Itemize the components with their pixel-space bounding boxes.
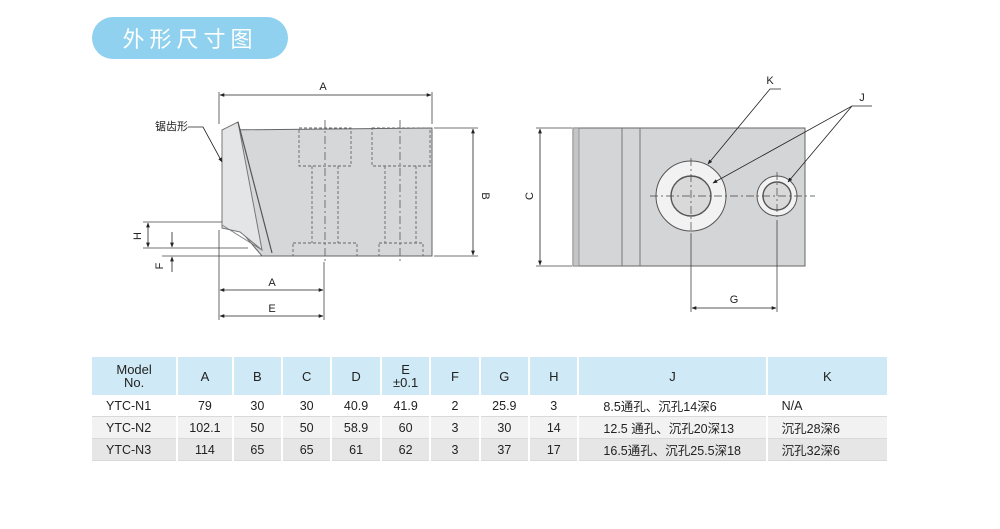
dim-label-h: H [132, 232, 144, 240]
cell-k: N/A [766, 395, 887, 417]
cell-model: YTC-N2 [92, 416, 179, 439]
dimension-drawing: A B 锯齿形 H F A E [132, 75, 872, 320]
cell-b: 50 [232, 416, 284, 439]
cell-model: YTC-N1 [92, 395, 179, 417]
cell-d: 40.9 [331, 395, 382, 417]
table-row: YTC-N1 79 30 30 40.9 41.9 2 25.9 3 8.5通孔… [92, 395, 887, 417]
cell-c: 30 [282, 395, 333, 417]
header-k: K [766, 357, 887, 395]
dim-label-g: G [730, 294, 739, 306]
cell-h: 14 [529, 416, 580, 439]
cell-a: 114 [177, 438, 234, 461]
cell-a: 79 [177, 395, 234, 417]
header-c: C [282, 357, 333, 395]
cell-h: 17 [529, 438, 580, 461]
cell-d: 61 [331, 438, 382, 461]
cell-f: 2 [430, 395, 481, 417]
header-h: H [529, 357, 580, 395]
side-view: C G K J [524, 75, 872, 312]
cell-j: 16.5通孔、沉孔25.5深18 [578, 438, 768, 461]
header-e: E±0.1 [380, 357, 432, 395]
dim-label-e: E [268, 303, 275, 315]
dim-label-b: B [479, 192, 491, 199]
cell-g: 30 [479, 416, 531, 439]
cell-model: YTC-N3 [92, 438, 179, 461]
serration-label: 锯齿形 [155, 119, 188, 133]
cell-f: 3 [430, 416, 481, 439]
header-j: J [578, 357, 768, 395]
cell-d: 58.9 [331, 416, 382, 439]
cell-k: 沉孔28深6 [766, 416, 887, 439]
dim-label-j: J [859, 92, 865, 104]
cell-a: 102.1 [177, 416, 234, 439]
dim-label-f: F [154, 262, 166, 269]
table-row: YTC-N3 114 65 65 61 62 3 37 17 16.5通孔、沉孔… [92, 438, 887, 461]
cell-b: 65 [232, 438, 284, 461]
header-a: A [177, 357, 234, 395]
dim-label-a-top: A [319, 81, 327, 93]
dim-label-c: C [524, 192, 536, 200]
header-f: F [430, 357, 481, 395]
cell-b: 30 [232, 395, 284, 417]
cell-f: 3 [430, 438, 481, 461]
cell-k: 沉孔32深6 [766, 438, 887, 461]
cell-e: 41.9 [380, 395, 432, 417]
cell-e: 62 [380, 438, 432, 461]
cell-g: 25.9 [479, 395, 531, 417]
header-g: G [479, 357, 531, 395]
table-row: YTC-N2 102.1 50 50 58.9 60 3 30 14 12.5 … [92, 416, 887, 439]
cell-j: 12.5 通孔、沉孔20深13 [578, 416, 768, 439]
cell-h: 3 [529, 395, 580, 417]
dim-label-k: K [766, 75, 774, 87]
cell-c: 50 [282, 416, 333, 439]
front-view: A B 锯齿形 H F A E [132, 81, 491, 320]
cell-e: 60 [380, 416, 432, 439]
cell-c: 65 [282, 438, 333, 461]
header-b: B [232, 357, 284, 395]
cell-g: 37 [479, 438, 531, 461]
header-d: D [331, 357, 382, 395]
section-title: 外形尺寸图 [92, 17, 288, 59]
dim-label-a-bottom: A [268, 277, 276, 289]
cell-j: 8.5通孔、沉孔14深6 [578, 395, 768, 417]
